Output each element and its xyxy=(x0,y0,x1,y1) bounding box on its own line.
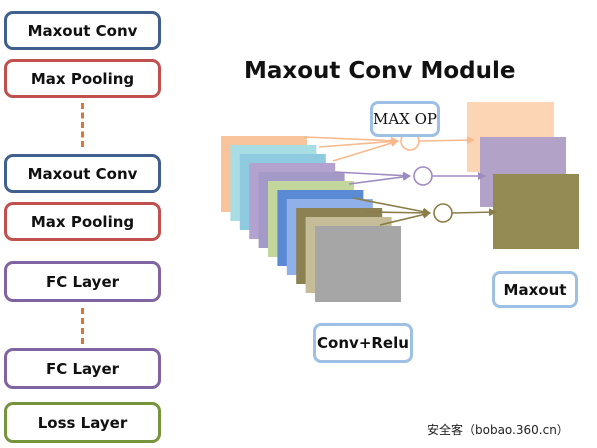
max-op-label: MAX OP xyxy=(370,101,440,137)
pipeline-fc-layer-2: FC Layer xyxy=(4,348,161,389)
pipeline-maxout-conv-1: Maxout Conv xyxy=(4,11,161,50)
max-op-group-1 xyxy=(304,131,475,162)
conv-relu-label: Conv+Relu xyxy=(313,323,413,363)
feature-map-stack xyxy=(221,136,401,302)
pipeline-maxout-conv-2: Maxout Conv xyxy=(4,154,161,193)
ellipsis-connector-1 xyxy=(81,103,84,147)
pipeline-max-pooling-1: Max Pooling xyxy=(4,59,161,98)
watermark: 安全客（bobao.360.cn） xyxy=(427,423,569,437)
maxout-label: Maxout xyxy=(492,271,578,308)
max-op-node-3 xyxy=(433,203,453,223)
pipeline-loss-layer: Loss Layer xyxy=(4,402,161,443)
pipeline-max-pooling-2: Max Pooling xyxy=(4,202,161,241)
max-op-group-2 xyxy=(334,166,486,186)
max-op-node-2 xyxy=(413,166,433,186)
ellipsis-connector-2 xyxy=(81,308,84,344)
module-title: Maxout Conv Module xyxy=(244,58,516,84)
feature-map-11 xyxy=(315,226,401,302)
output-map-3 xyxy=(493,174,579,249)
pipeline-fc-layer-1: FC Layer xyxy=(4,261,161,302)
max-op-group-3 xyxy=(352,197,497,226)
